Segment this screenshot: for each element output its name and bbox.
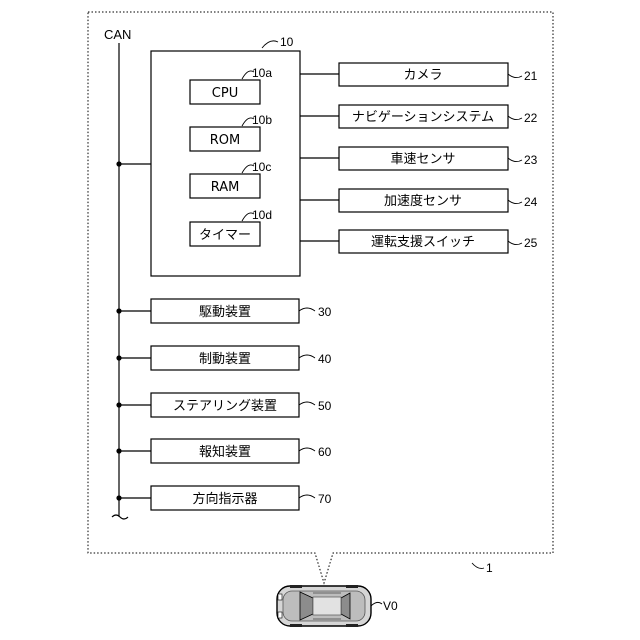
ram-ref: 10c bbox=[252, 160, 271, 174]
device-junction bbox=[116, 308, 121, 313]
sensor-assist-switch: 運転支援スイッチ 25 bbox=[300, 230, 538, 253]
sensor-label: カメラ bbox=[403, 68, 442, 83]
device-label: 制動装置 bbox=[199, 352, 251, 367]
sensor-navigation: ナビゲーションシステム 22 bbox=[300, 105, 538, 128]
device-notification: 報知装置 60 bbox=[116, 439, 331, 463]
device-ref: 50 bbox=[318, 399, 332, 413]
sensor-label: 加速度センサ bbox=[384, 193, 462, 209]
device-junction bbox=[116, 402, 121, 407]
sensor-ref: 21 bbox=[524, 69, 538, 83]
sensor-ref-leader bbox=[508, 74, 522, 78]
rom-ref: 10b bbox=[252, 113, 272, 127]
sensor-acceleration: 加速度センサ 24 bbox=[300, 189, 538, 212]
sensor-ref-leader bbox=[508, 158, 522, 162]
vehicle-label: V0 bbox=[383, 599, 398, 613]
sensor-ref-leader bbox=[508, 116, 522, 120]
device-turn-indicator: 方向指示器 70 bbox=[116, 486, 331, 510]
device-ref: 40 bbox=[318, 352, 332, 366]
timer-ref: 10d bbox=[252, 208, 272, 222]
device-junction bbox=[116, 495, 121, 500]
device-ref-leader bbox=[299, 402, 315, 405]
system-ref: 1 bbox=[486, 561, 493, 575]
device-label: 方向指示器 bbox=[192, 491, 257, 507]
sensor-label: ナビゲーションシステム bbox=[352, 110, 494, 125]
device-ref-leader bbox=[299, 495, 315, 498]
sensor-camera: カメラ 21 bbox=[300, 63, 538, 86]
device-steering: ステアリング装置 50 bbox=[116, 393, 331, 417]
cpu-label: CPU bbox=[212, 86, 238, 101]
sensor-ref: 24 bbox=[524, 195, 538, 209]
sensor-ref-leader bbox=[508, 241, 522, 245]
device-ref-leader bbox=[299, 308, 315, 311]
can-bus-break bbox=[112, 515, 128, 519]
rom-label: ROM bbox=[210, 133, 240, 148]
sensor-ref-leader bbox=[508, 200, 522, 204]
sensor-label: 車速センサ bbox=[390, 152, 455, 167]
device-ref: 30 bbox=[318, 305, 332, 319]
device-junction bbox=[116, 355, 121, 360]
ecu-ref: 10 bbox=[280, 35, 294, 49]
sensor-vehicle-speed: 車速センサ 23 bbox=[300, 147, 538, 170]
device-brake: 制動装置 40 bbox=[116, 346, 331, 370]
device-ref-leader bbox=[299, 448, 315, 451]
vehicle-ref-leader bbox=[371, 602, 382, 606]
can-bus-label: CAN bbox=[104, 27, 131, 42]
ram-label: RAM bbox=[211, 180, 240, 195]
sensor-label: 運転支援スイッチ bbox=[371, 235, 475, 250]
ecu-bus-junction bbox=[116, 161, 121, 166]
device-ref: 60 bbox=[318, 445, 332, 459]
ecu-ref-leader bbox=[262, 41, 278, 48]
sensor-ref: 22 bbox=[524, 111, 538, 125]
device-label: 駆動装置 bbox=[199, 305, 251, 320]
sensor-ref: 23 bbox=[524, 153, 538, 167]
device-ref-leader bbox=[299, 355, 315, 358]
device-label: 報知装置 bbox=[199, 444, 251, 460]
device-ref: 70 bbox=[318, 492, 332, 506]
sensor-ref: 25 bbox=[524, 236, 538, 250]
device-drive: 駆動装置 30 bbox=[116, 299, 331, 323]
vehicle-v0-icon bbox=[277, 585, 371, 627]
device-junction bbox=[116, 448, 121, 453]
cpu-ref: 10a bbox=[252, 66, 272, 80]
system-ref-leader bbox=[472, 563, 484, 568]
timer-label: タイマー bbox=[199, 228, 251, 243]
device-label: ステアリング装置 bbox=[173, 399, 277, 414]
